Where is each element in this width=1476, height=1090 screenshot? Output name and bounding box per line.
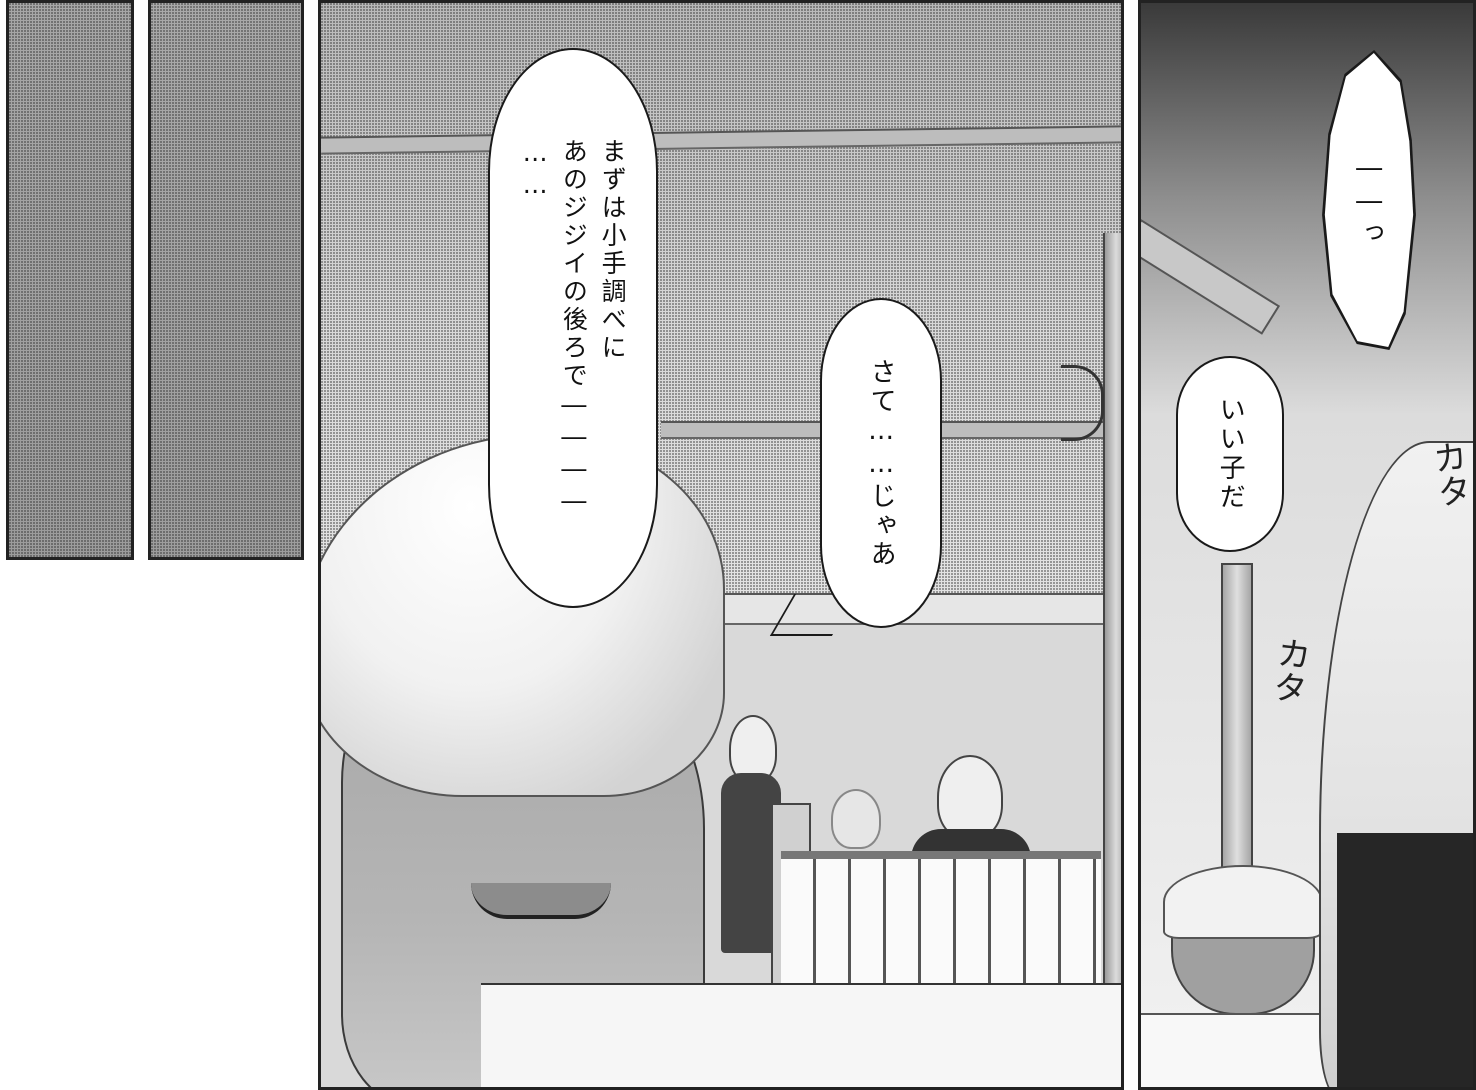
sound-effect: カタ bbox=[1424, 437, 1474, 511]
speech-bubble-text: さて……じゃあ bbox=[866, 357, 897, 569]
screentone-strip-left bbox=[6, 0, 134, 560]
screentone-texture bbox=[9, 3, 131, 557]
girl-dress bbox=[1337, 833, 1473, 1087]
sound-effect: カタ bbox=[1265, 634, 1313, 706]
speech-bubble: ――っ bbox=[1324, 53, 1414, 347]
man-hair bbox=[1163, 865, 1323, 939]
wooden-post bbox=[1103, 233, 1121, 1087]
man-grin bbox=[471, 883, 611, 919]
right-panel bbox=[1138, 0, 1476, 1090]
roof-beam bbox=[1141, 219, 1281, 335]
speech-bubble: まずは小手調べに あのジジイの後ろで―――― …… bbox=[488, 48, 658, 608]
speech-bubble: いい子だ bbox=[1176, 356, 1284, 552]
background-figure-head bbox=[831, 789, 881, 849]
screentone-texture bbox=[151, 3, 301, 557]
screentone-strip-middle bbox=[148, 0, 304, 560]
speech-bubble-text: ――っ bbox=[1354, 152, 1385, 248]
man-shirt bbox=[1141, 1013, 1341, 1087]
hook-drawing bbox=[1061, 365, 1104, 441]
man-shirt bbox=[481, 983, 1121, 1087]
speech-bubble-text: いい子だ bbox=[1215, 396, 1246, 512]
speech-bubble-text: まずは小手調べに あのジジイの後ろで―――― …… bbox=[520, 138, 628, 518]
main-panel bbox=[318, 0, 1124, 1090]
speech-bubble: さて……じゃあ bbox=[820, 298, 942, 628]
old-man-head bbox=[937, 755, 1003, 839]
background-woman-head bbox=[729, 715, 777, 783]
